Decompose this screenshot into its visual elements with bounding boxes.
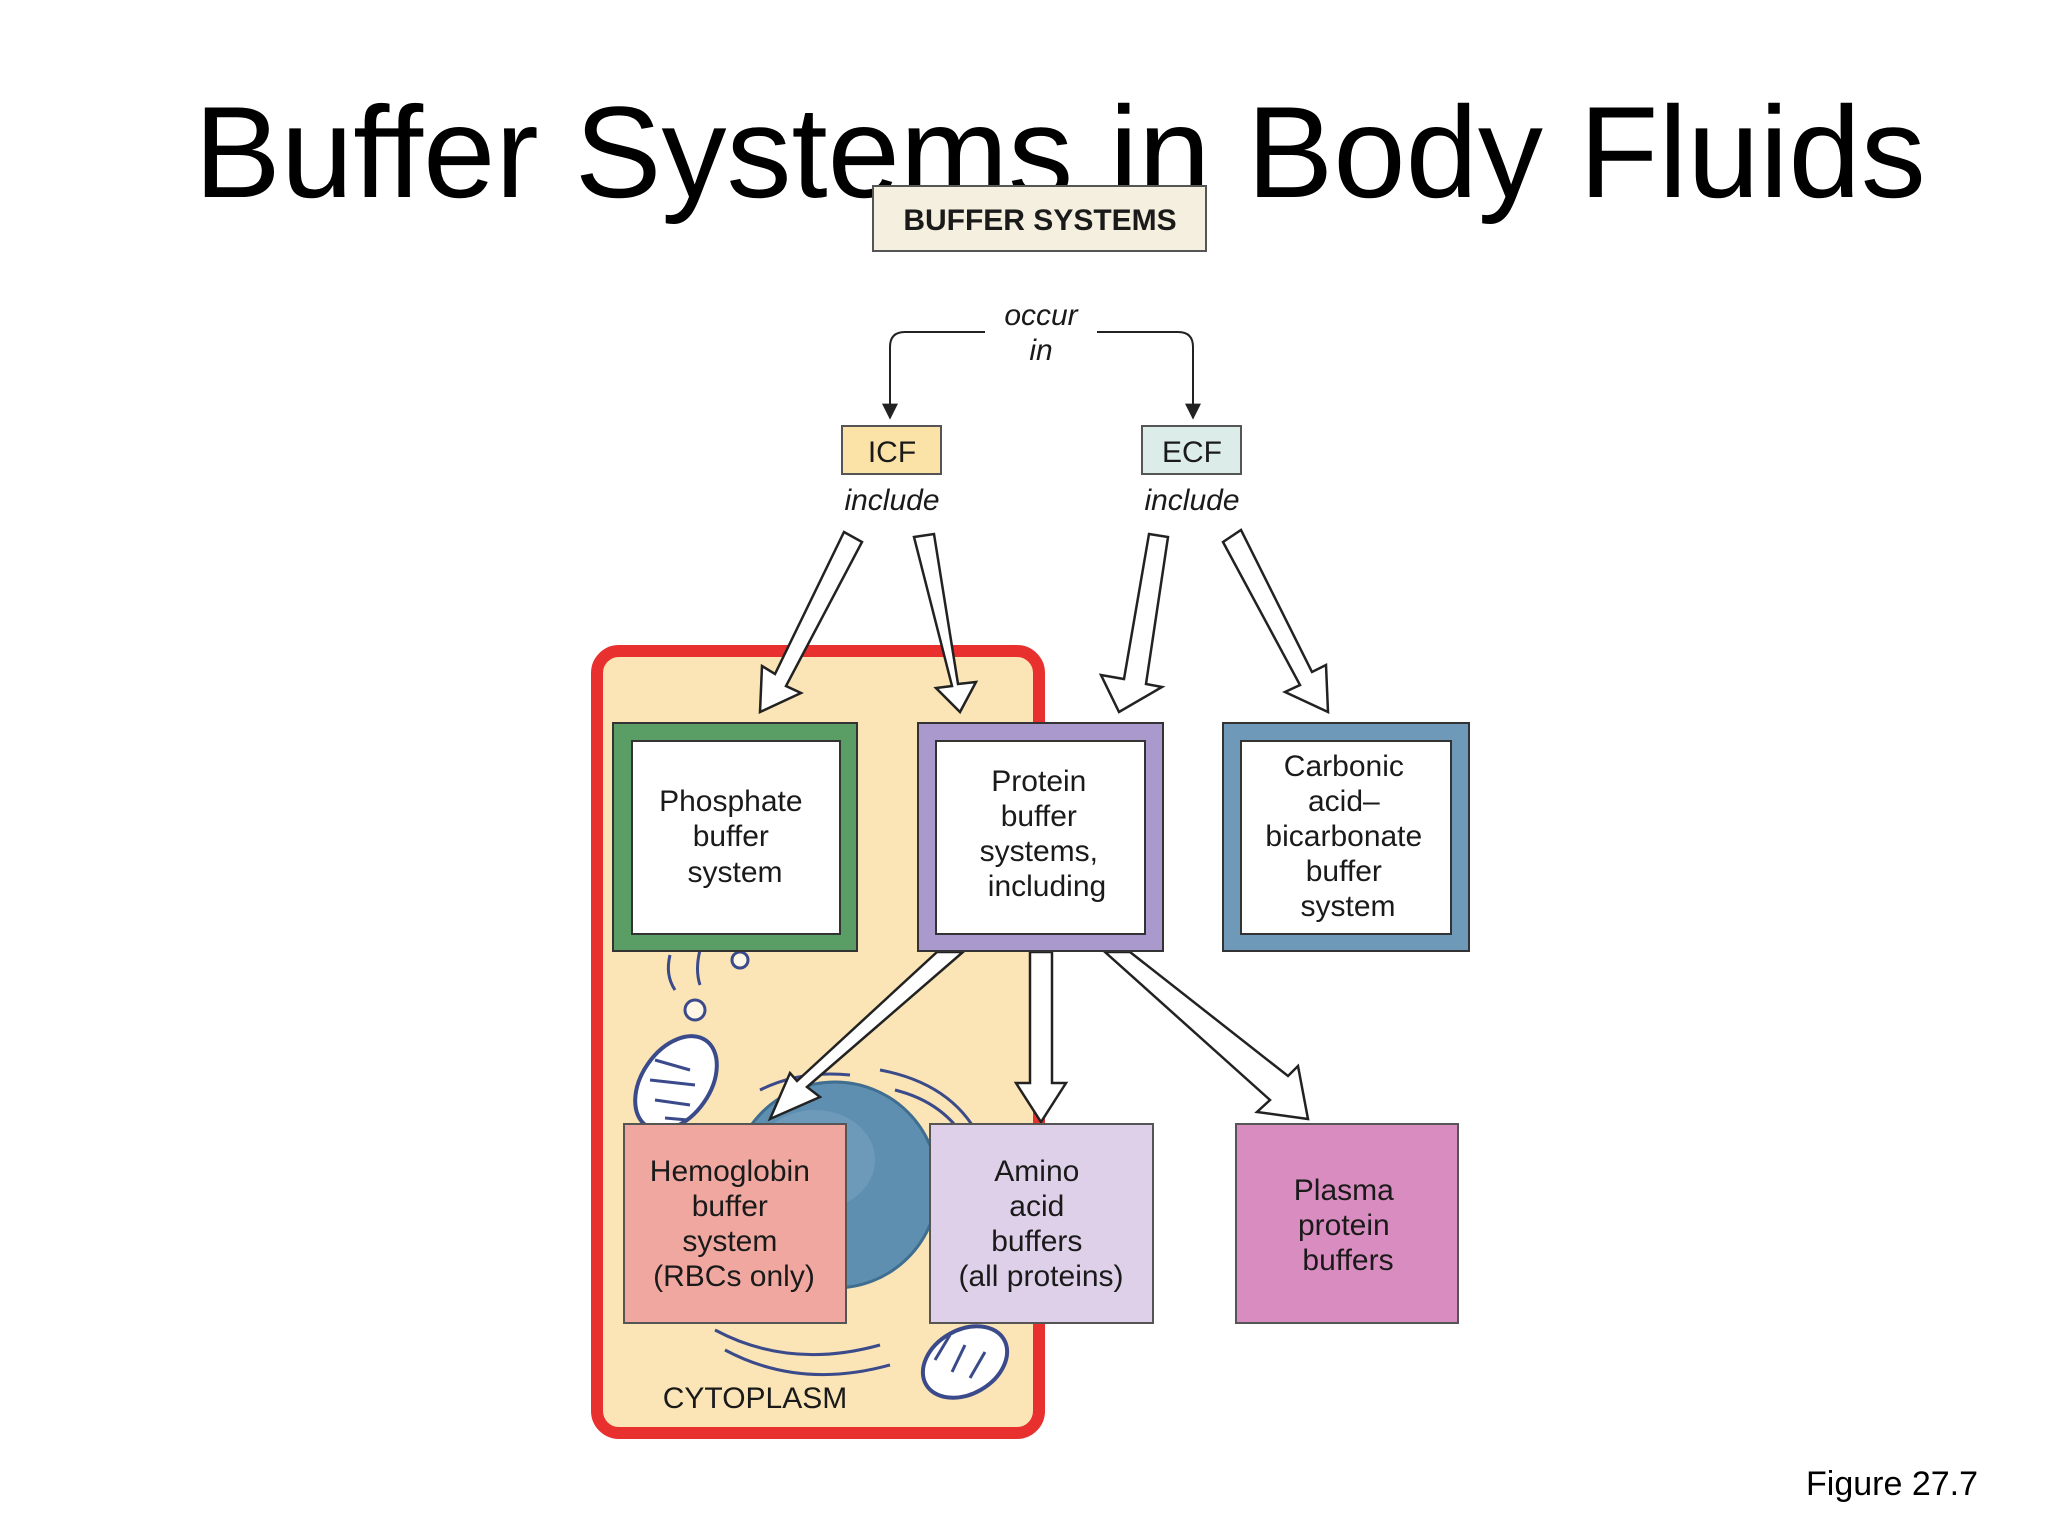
in-label: in [1029, 334, 1052, 367]
amino-acid-line-4: (all proteins) [958, 1260, 1123, 1293]
svg-text:Plasma protein buf: Plasma protein buffers [1294, 1174, 1402, 1277]
occur-in-connector: occur in [882, 299, 1201, 420]
hemoglobin-buffer-node: Hemoglobin buffer system (RBCs only) [623, 1123, 847, 1324]
svg-text:Amino acid buffers: Amino acid buffers (all proteins) [958, 1155, 1123, 1293]
root-label: BUFFER SYSTEMS [903, 204, 1176, 237]
hemoglobin-line-3: system [682, 1225, 777, 1258]
mitochondrion-lower [920, 1324, 1010, 1400]
amino-acid-line-2: acid [1009, 1190, 1064, 1223]
phosphate-buffer-node: Phosphate buffer system [612, 722, 858, 952]
carbonic-acid-bicarbonate-node: Carbonic acid– bicarbonate buffer system [1222, 722, 1470, 952]
mitochondrion-upper [633, 1034, 719, 1132]
ecf-label: ECF [1162, 436, 1222, 469]
occur-label: occur [1004, 299, 1078, 332]
ecf-to-carbonic-arrow [1221, 528, 1330, 715]
carbonic-line-2: acid– [1308, 785, 1380, 818]
phosphate-line-3: system [687, 856, 782, 889]
protein-line-2: buffer [1001, 800, 1077, 833]
phosphate-line-2: buffer [693, 820, 769, 853]
carbonic-line-5: system [1300, 890, 1395, 923]
ecf-to-protein-arrow [1098, 532, 1170, 714]
hemoglobin-line-4: (RBCs only) [653, 1260, 815, 1293]
carbonic-line-3: bicarbonate [1265, 820, 1422, 853]
protein-to-amino-acid-arrow [1013, 950, 1069, 1125]
cytoplasm-label: CYTOPLASM [663, 1382, 848, 1415]
plasma-protein-line-2: protein [1298, 1209, 1390, 1242]
protein-line-1: Protein [991, 765, 1086, 798]
icf-node: ICF include [841, 425, 942, 517]
svg-text:Carbonic acid– bic: Carbonic acid– bicarbonate buffer system [1265, 750, 1430, 923]
plasma-protein-line-1: Plasma [1294, 1174, 1394, 1207]
amino-acid-line-1: Amino [994, 1155, 1079, 1188]
protein-line-4: including [988, 870, 1106, 903]
icf-to-phosphate-arrow [758, 530, 864, 714]
plasma-protein-line-3: buffers [1302, 1244, 1393, 1277]
icf-include-label: include [844, 484, 939, 517]
icf-label: ICF [868, 436, 916, 469]
svg-text:Phosphate buffer s: Phosphate buffer system [659, 785, 811, 889]
hemoglobin-line-1: Hemoglobin [650, 1155, 810, 1188]
figure-label: Figure 27.7 [1806, 1465, 1978, 1503]
icf-to-protein-arrow [912, 532, 979, 715]
svg-text:Protein buffer sys: Protein buffer systems, including [980, 765, 1107, 903]
protein-to-hemoglobin-arrow [767, 950, 967, 1122]
protein-to-plasma-protein-arrow [1101, 950, 1310, 1121]
amino-acid-buffer-node: Amino acid buffers (all proteins) [929, 1123, 1154, 1324]
plasma-protein-buffer-node: Plasma protein buffers [1235, 1123, 1459, 1324]
ecf-node: ECF include [1141, 425, 1242, 517]
ecf-include-label: include [1144, 484, 1239, 517]
root-node: BUFFER SYSTEMS [872, 185, 1207, 252]
carbonic-line-1: Carbonic [1284, 750, 1404, 783]
protein-buffer-node: Protein buffer systems, including [917, 722, 1164, 952]
hemoglobin-line-2: buffer [692, 1190, 768, 1223]
protein-line-3: systems, [980, 835, 1098, 868]
svg-text:Hemoglobin buffer: Hemoglobin buffer system (RBCs only) [650, 1155, 818, 1293]
amino-acid-line-3: buffers [991, 1225, 1082, 1258]
carbonic-line-4: buffer [1306, 855, 1382, 888]
phosphate-line-1: Phosphate [659, 785, 802, 818]
